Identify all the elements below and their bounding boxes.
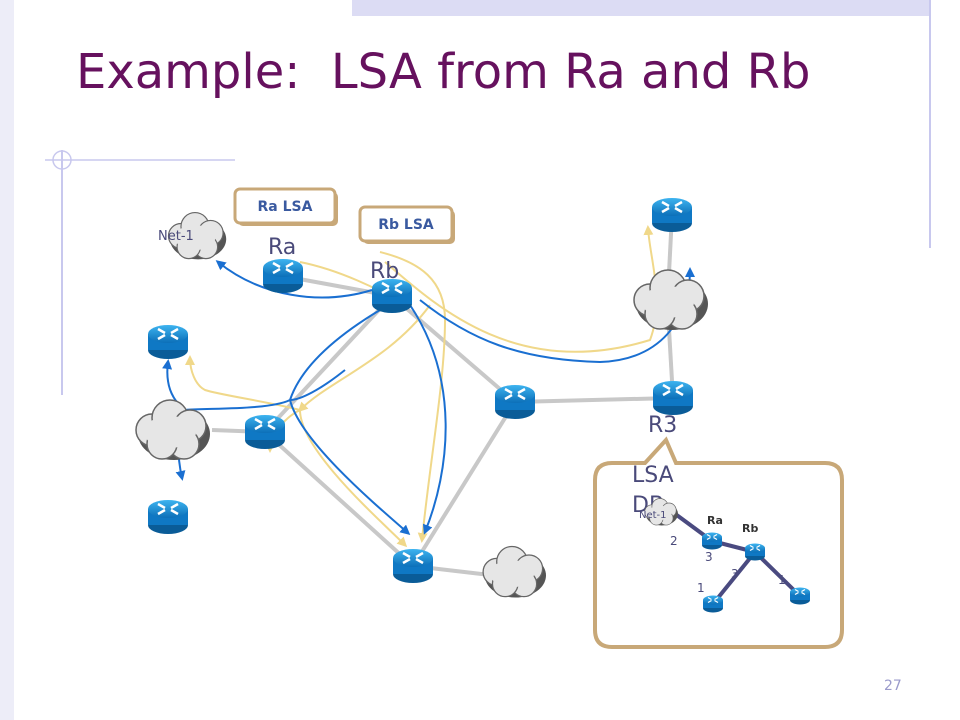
router-left-top [146,323,190,361]
inset-rb-label: Rb [742,522,758,535]
slide-title: Example: LSA from Ra and Rb [76,44,811,100]
link-r4-r6 [411,400,517,568]
router-r3 [651,379,695,417]
router-ra [261,257,305,295]
link-r5-r6 [263,430,415,568]
inset-ra-label: Ra [707,514,723,527]
inset-net-1-label: Net-1 [639,510,667,521]
slide-decoration [0,0,931,720]
net-1-label: Net-1 [158,229,194,244]
router-middle-right [493,383,537,421]
page-number: 27 [884,678,902,694]
inset-router-right [789,586,811,606]
inset-cost-left: 1 [697,581,705,595]
inset-router-rb [744,542,766,562]
right-cloud [633,269,709,331]
bottom-cloud [482,545,547,599]
rb-label: Rb [370,259,399,284]
inset-router-ra [701,531,723,551]
lsa-db-callout: LSA DB Net-1 Ra Rb 2 3 3 1 1 [593,436,844,649]
link-rb-r4 [390,294,517,404]
router-left-bottom [146,498,190,536]
link-r4-r3 [514,396,674,404]
inset-cost-net1-ra: 2 [670,534,678,548]
inset-router-left [702,594,724,614]
lsa-db-topology: Net-1 Ra Rb 2 3 3 1 1 [639,498,811,614]
rb-lsa-box: Rb LSA [358,205,455,244]
ra-lsa-box: Ra LSA [233,187,338,226]
router-top-right [650,196,694,234]
inset-cost-ra-rb: 3 [705,550,713,564]
link-rb-r5 [263,294,394,434]
flood-paths-yellow [185,225,658,548]
inset-cost-rb-right: 1 [778,573,786,587]
inset-cost-rb-left: 3 [731,567,739,581]
r3-label: R3 [648,413,677,438]
router-rb [370,277,414,315]
router-left-middle [243,413,287,451]
ra-lsa-label: Ra LSA [258,199,313,215]
rb-lsa-label: Rb LSA [378,217,434,233]
router-bottom [391,547,435,585]
ra-label: Ra [268,235,296,260]
lsa-db-label-line1: LSA [632,463,674,488]
